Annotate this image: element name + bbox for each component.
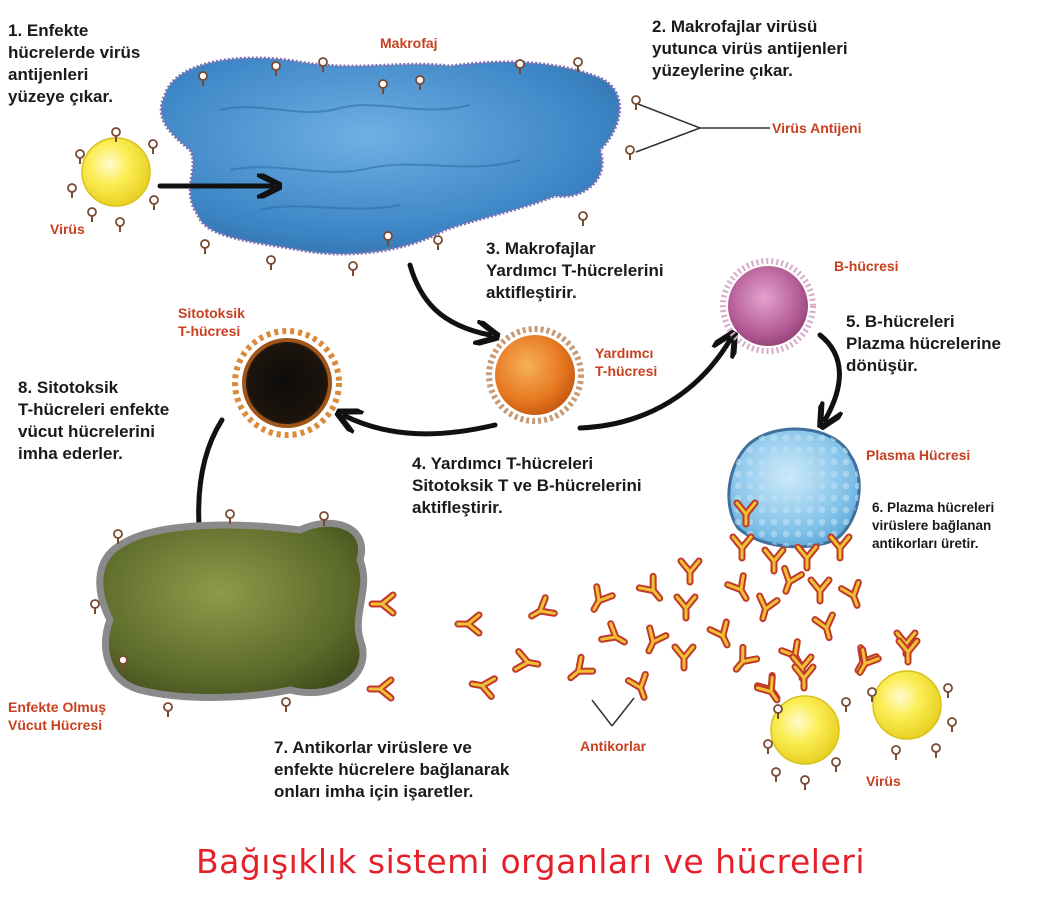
label-antikorlar: Antikorlar [580, 737, 646, 755]
b-cell [723, 261, 813, 351]
step-3-text: 3. Makrofajlar Yardımcı T-hücrelerini ak… [486, 238, 664, 304]
step-1-text: 1. Enfekte hücrelerde virüs antijenleri … [8, 20, 140, 108]
step-6-text: 6. Plazma hücreleri virüslere bağlanan a… [872, 499, 994, 553]
arrow-b-to-plasma [820, 335, 839, 420]
label-plasma: Plasma Hücresi [866, 446, 970, 464]
antibody-pointer [592, 698, 634, 726]
figure-caption: Bağışıklık sistemi organları ve hücreler… [0, 842, 1061, 881]
label-enfekte: Enfekte Olmuş Vücut Hücresi [8, 698, 106, 734]
virus-right-2 [873, 671, 941, 739]
label-virus-right: Virüs [866, 772, 901, 790]
virus-left [82, 138, 150, 206]
label-sitotoksik: Sitotoksik T-hücresi [178, 304, 245, 340]
label-makrofaj: Makrofaj [380, 34, 438, 52]
free-antibodies [458, 561, 915, 703]
step-4-text: 4. Yardımcı T-hücreleri Sitotoksik T ve … [412, 453, 642, 519]
cytotoxic-t-cell [235, 331, 339, 435]
step-5-text: 5. B-hücreleri Plazma hücrelerine dönüşü… [846, 311, 1001, 377]
virus-antigen-pointer [636, 104, 770, 152]
bound-antibodies-infected [370, 595, 393, 698]
label-virus-antijeni: Virüs Antijeni [772, 119, 861, 137]
label-b-hucresi: B-hücresi [834, 257, 899, 275]
macrophage-cell [161, 58, 619, 254]
label-virus-left: Virüs [50, 220, 85, 238]
arrow-macrophage-to-helper [410, 265, 490, 335]
step-8-text: 8. Sitotoksik T-hücreleri enfekte vücut … [18, 377, 169, 465]
plasma-cell [729, 429, 859, 547]
step-7-text: 7. Antikorlar virüslere ve enfekte hücre… [274, 737, 509, 803]
label-yardimci: Yardımcı T-hücresi [595, 344, 657, 380]
arrow-helper-to-cyto [345, 416, 495, 434]
infected-body-cell [100, 523, 364, 697]
helper-t-cell [489, 329, 581, 421]
step-2-text: 2. Makrofajlar virüsü yutunca virüs anti… [652, 16, 848, 82]
